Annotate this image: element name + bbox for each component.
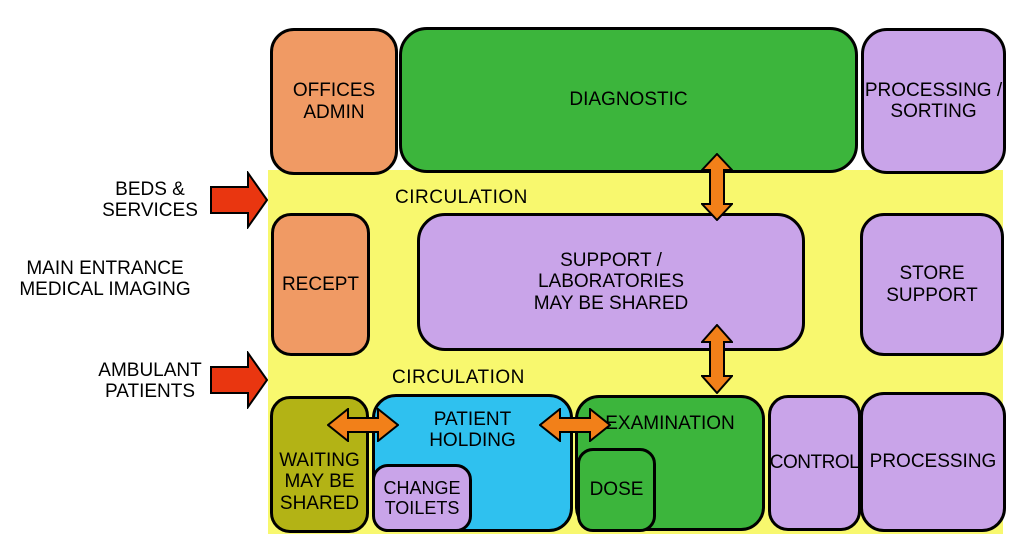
zone-processing-sorting: PROCESSING / SORTING <box>861 28 1006 174</box>
zone-processing: PROCESSING <box>860 392 1006 532</box>
beds-services-label: BEDS & SERVICES <box>102 179 198 222</box>
zone-diagnostic: DIAGNOSTIC <box>399 27 858 173</box>
zone-change-toilets: CHANGE TOILETS <box>372 464 472 532</box>
flow-arrow-waiting-holding-icon <box>327 408 399 442</box>
zone-store-support: STORE SUPPORT <box>860 213 1004 356</box>
entry-arrow-beds-services-icon <box>210 171 268 229</box>
entry-arrow-ambulant-patients-icon <box>210 351 268 409</box>
flow-arrow-support-examination-icon <box>701 324 733 394</box>
zone-examination: EXAMINATION <box>575 395 765 531</box>
zone-dose: DOSE <box>577 448 656 532</box>
circulation-label-top: CIRCULATION <box>395 187 528 208</box>
main-entrance-label: MAIN ENTRANCE MEDICAL IMAGING <box>19 258 191 301</box>
zone-offices-admin: OFFICES ADMIN <box>270 28 398 175</box>
flow-arrow-diagnostic-support-icon <box>701 153 733 221</box>
circulation-label-bottom: CIRCULATION <box>392 367 525 388</box>
flow-arrow-holding-examination-icon <box>539 408 611 442</box>
zone-support-laboratories: SUPPORT / LABORATORIES MAY BE SHARED <box>417 213 805 351</box>
ambulant-patients-label: AMBULANT PATIENTS <box>98 360 202 403</box>
zone-control: CONTROL <box>768 395 861 531</box>
zone-recept: RECEPT <box>271 213 370 356</box>
